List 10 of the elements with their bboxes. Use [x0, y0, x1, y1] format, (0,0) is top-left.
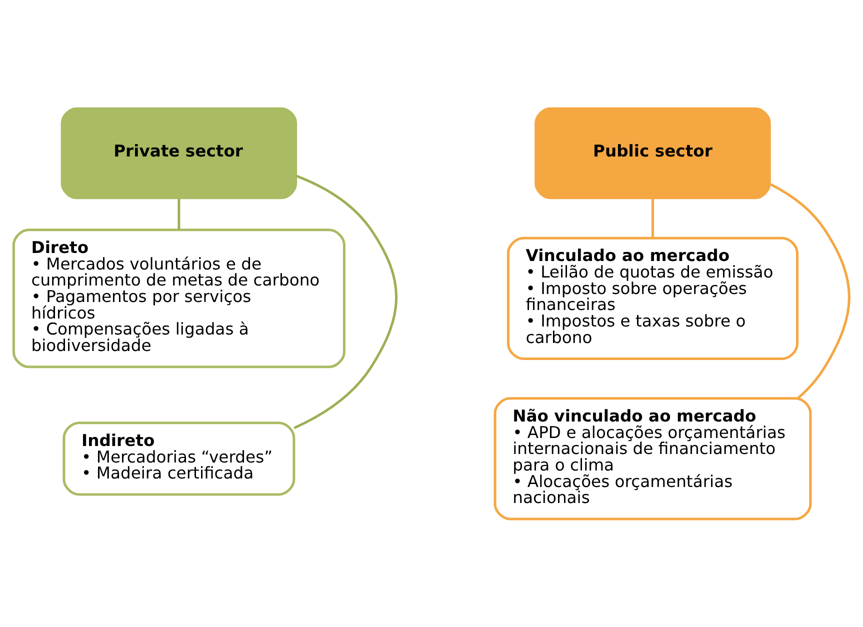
- connector: [294, 174, 398, 430]
- node-box: Não vinculado ao mercado • APD e alocações orçamentárias internacionais de financiamento para o clima • Alocações orçamentárias nacionais: [494, 397, 812, 520]
- node-box: Private sector: [60, 107, 298, 200]
- connector: [178, 198, 180, 230]
- node-box: Public sector: [534, 107, 771, 200]
- node-box: Indireto • Mercadorias “verdes” • Madeira certificada: [62, 422, 296, 496]
- connector: [770, 183, 850, 400]
- node-box: Direto • Mercados voluntários e de cumprimento de metas de carbono • Pagamentos por serviços hídricos • Compensações ligadas à biodiversidade: [12, 228, 346, 368]
- connector: [651, 198, 654, 238]
- node-box: Vinculado ao mercado • Leilão de quotas de emissão • Imposto sobre operações financeiras • Impostos e taxas sobre o carbono: [506, 236, 798, 360]
